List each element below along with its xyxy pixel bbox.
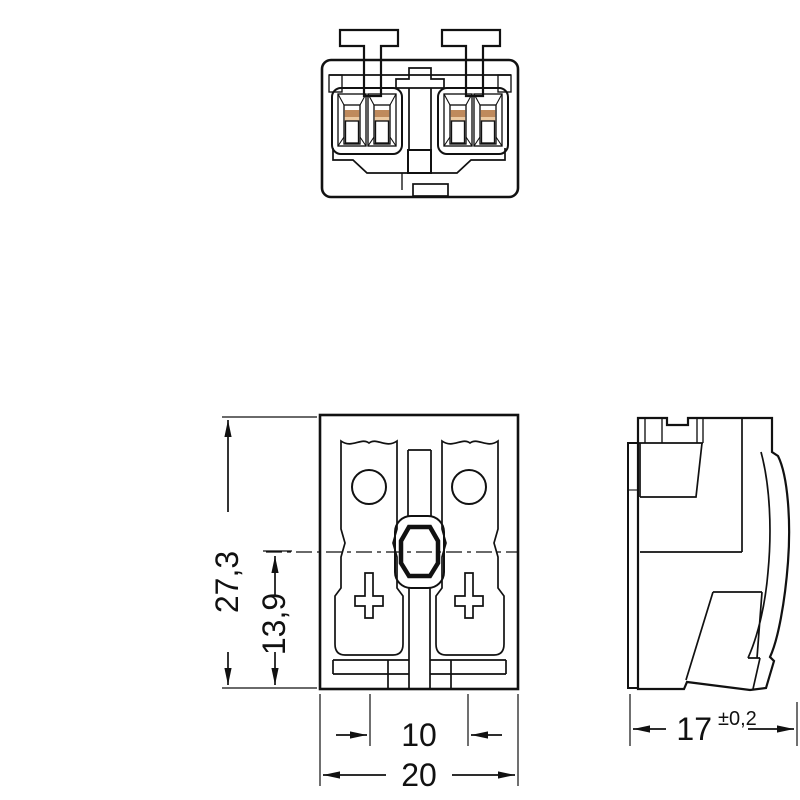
dim-depth-tolerance: ±0,2 [718, 708, 757, 730]
dim-pole-pitch: 10 [401, 717, 437, 753]
test-slot-right [454, 572, 484, 619]
mounting-hole [398, 524, 441, 579]
side-body-outline [636, 416, 791, 692]
dim-depth: 17 [676, 711, 712, 747]
conductor-channel-right [435, 440, 505, 656]
corner-post-right [497, 74, 512, 93]
corner-post-left [328, 74, 343, 93]
dim-lower-height: 13,9 [256, 593, 292, 655]
wire-entry-hole-left [351, 469, 387, 505]
solder-pin-right [440, 28, 502, 98]
port-pocket-right [437, 87, 509, 155]
clamp-port-3 [443, 93, 473, 147]
side-view [627, 416, 791, 692]
test-slot-left [354, 572, 384, 619]
clamp-port-1 [337, 93, 367, 147]
side-pusher [685, 591, 762, 681]
top-view [320, 28, 520, 199]
solder-pin-left [338, 28, 400, 98]
port-pocket-left [331, 87, 403, 155]
bottom-notch [412, 183, 449, 197]
front-view [266, 413, 520, 691]
dim-total-width: 20 [401, 757, 437, 793]
clamp-port-2 [367, 93, 397, 147]
conductor-channel-left [334, 440, 404, 656]
dim-total-height: 27,3 [209, 551, 245, 613]
dimension-annotations: 27,3 13,9 10 20 17 ±0,2 [209, 416, 798, 793]
clamp-port-4 [473, 93, 503, 147]
wire-entry-hole-right [451, 469, 487, 505]
mounting-flange [627, 442, 638, 689]
release-lever [747, 451, 771, 690]
center-slot [407, 149, 432, 174]
center-key [395, 67, 445, 89]
